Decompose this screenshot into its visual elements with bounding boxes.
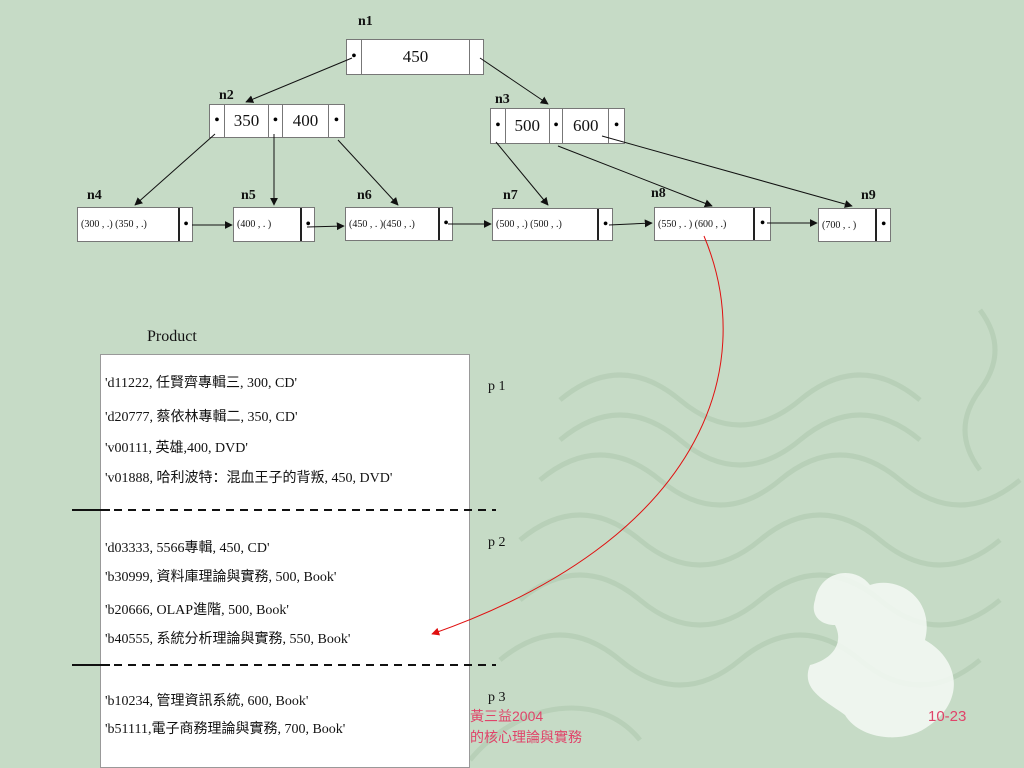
pointer-arrow	[306, 222, 345, 231]
node-label-n5: n5	[241, 188, 256, 203]
tree-node-n3: • 500 • 600 •	[490, 108, 625, 144]
node-label-n4: n4	[87, 188, 102, 203]
table-record: 'b40555, 系統分析理論與實務, 550, Book'	[105, 632, 351, 647]
node-label-n2: n2	[219, 88, 234, 103]
footer-author: 黃三益2004	[470, 708, 544, 724]
tree-node-n1: • 450	[346, 39, 484, 75]
tree-node-n9: (700 , . ) •	[818, 208, 891, 242]
table-record: 'd11222, 任賢齊專輯三, 300, CD'	[105, 376, 297, 391]
leaf-entries: (550 , . ) (600 , .)	[658, 218, 727, 230]
pointer-arrow	[601, 135, 853, 208]
table-record: 'b10234, 管理資訊系統, 600, Book'	[105, 694, 309, 709]
pointer-arrow	[557, 145, 713, 208]
leaf-entries: (500 , .) (500 , .)	[496, 219, 562, 230]
table-record: 'd03333, 5566專輯, 450, CD'	[105, 541, 270, 556]
table-record: 'b51111,電子商務理論與實務, 700, Book'	[105, 722, 346, 737]
table-record: 'v01888, 哈利波特：混血王子的背叛, 450, DVD'	[105, 471, 393, 486]
leaf-entries: (300 , .) (350 , .)	[81, 219, 147, 230]
pointer-arrow	[134, 133, 216, 206]
pointer-arrow	[608, 219, 653, 228]
product-table	[100, 354, 470, 768]
pointer-arrow	[479, 57, 549, 105]
page-label-p1: p 1	[488, 379, 506, 394]
tree-node-n2: • 350 • 400 •	[209, 104, 345, 138]
table-record: 'b20666, OLAP進階, 500, Book'	[105, 603, 289, 618]
leaf-entries: (450 , . )(450 , .)	[349, 218, 415, 230]
pointer-arrow	[337, 139, 399, 206]
table-title: Product	[147, 328, 197, 345]
node-key: 400	[282, 105, 328, 137]
node-label-n3: n3	[495, 92, 510, 107]
pointer-arrow	[245, 57, 353, 103]
node-key: 600	[562, 109, 608, 143]
page-label-p2: p 2	[488, 535, 506, 550]
node-key: 350	[224, 105, 268, 137]
table-record: 'b30999, 資料庫理論與實務, 500, Book'	[105, 570, 337, 585]
node-label-n7: n7	[503, 188, 518, 203]
pointer-arrow	[495, 141, 549, 206]
leaf-entries: (700 , . )	[822, 219, 857, 231]
node-label-n8: n8	[651, 186, 666, 201]
node-label-n1: n1	[358, 14, 373, 29]
record-pointer-arrow	[431, 235, 724, 636]
tree-node-n7: (500 , .) (500 , .) •	[492, 208, 613, 241]
node-key: 500	[504, 109, 549, 143]
leaf-entries: (400 , . )	[237, 219, 272, 230]
tree-node-n5: (400 , . ) •	[233, 207, 315, 242]
page-label-p3: p 3	[488, 690, 506, 705]
node-key: 450	[361, 40, 469, 74]
dragon-emblem	[807, 573, 954, 738]
node-label-n9: n9	[861, 188, 876, 203]
footer-title: 的核心理論與實務	[470, 729, 582, 745]
table-record: 'v00111, 英雄,400, DVD'	[105, 441, 248, 456]
tree-node-n8: (550 , . ) (600 , .) •	[654, 207, 771, 241]
tree-node-n4: (300 , .) (350 , .) •	[77, 207, 193, 242]
tree-node-n6: (450 , . )(450 , .) •	[345, 207, 453, 241]
table-record: 'd20777, 蔡依林專輯二, 350, CD'	[105, 410, 298, 425]
page-number: 10-23	[928, 708, 967, 725]
node-label-n6: n6	[357, 188, 372, 203]
